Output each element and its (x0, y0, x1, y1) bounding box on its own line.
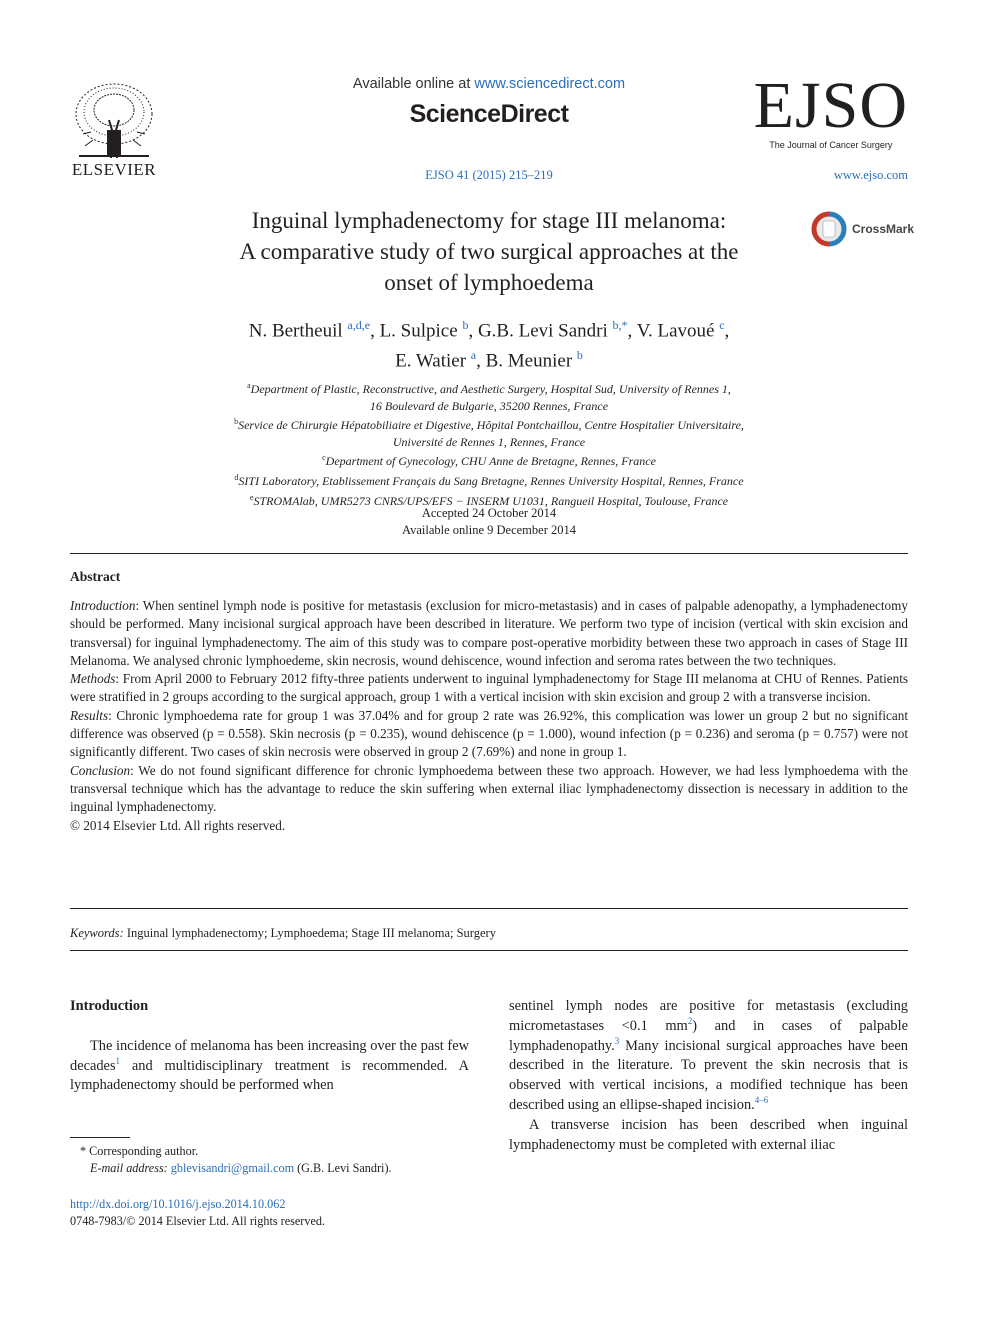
journal-url[interactable]: www.ejso.com (833, 168, 908, 182)
body-column-right: sentinel lymph nodes are positive for me… (509, 997, 908, 1155)
keywords-label: Keywords: (70, 926, 124, 940)
body-paragraph: A transverse incision has been described… (509, 1116, 908, 1153)
crossmark-icon (811, 211, 847, 247)
article-identifiers: http://dx.doi.org/10.1016/j.ejso.2014.10… (70, 1196, 325, 1229)
abstract-conclusion: Conclusion: We do not found significant … (70, 762, 908, 815)
email-link[interactable]: gblevisandri@gmail.com (170, 1160, 295, 1175)
author-list: N. Bertheuil a,d,e, L. Sulpice b, G.B. L… (150, 313, 828, 374)
affiliation-line: cDepartment of Gynecology, CHU Anne de B… (322, 453, 656, 469)
available-online: Available online at www.sciencedirect.co… (352, 76, 626, 92)
affiliation-line: bService de Chirurgie Hépatobiliaire et … (234, 417, 744, 433)
elsevier-tree-icon (75, 83, 153, 159)
abstract-divider (70, 908, 908, 909)
author-name: V. Lavoué (636, 320, 715, 342)
header-divider (70, 553, 908, 554)
reference-link[interactable]: 1 (115, 1055, 121, 1066)
sciencedirect-logo: ScienceDirect (409, 100, 569, 128)
title-line: A comparative study of two surgical appr… (239, 239, 739, 264)
reference-link[interactable]: 2 (687, 1016, 693, 1026)
body-column-left: Introduction The incidence of melanoma h… (70, 997, 469, 1096)
footnotes: * Corresponding author. E-mail address: … (70, 1143, 469, 1176)
author-name: E. Watier (395, 350, 467, 372)
publisher-name: ELSEVIER (71, 160, 157, 179)
journal-logo-text: EJSO (753, 69, 908, 142)
author-name: L. Sulpice (379, 320, 458, 342)
affiliation-line: Université de Rennes 1, Rennes, France (392, 434, 586, 449)
accepted-date: Accepted 24 October 2014 (421, 506, 557, 520)
journal-subtitle: The Journal of Cancer Surgery (769, 140, 893, 150)
title-line: onset of lymphoedema (384, 270, 594, 295)
author-line: N. Bertheuil a,d,e, L. Sulpice b, G.B. L… (248, 318, 730, 342)
online-date: Available online 9 December 2014 (401, 522, 576, 537)
author-affil-ref[interactable]: c (719, 318, 725, 332)
section-heading: Introduction (70, 998, 149, 1014)
author-affil-ref[interactable]: b (462, 318, 469, 332)
author-name: B. Meunier (485, 350, 573, 372)
crossmark-badge[interactable]: CrossMark (810, 210, 914, 248)
keywords-divider (70, 950, 908, 951)
abstract-body: Introduction: When sentinel lymph node i… (70, 597, 908, 835)
body-paragraph: sentinel lymph nodes are positive for me… (509, 998, 908, 1113)
abstract-results: Results: Chronic lymphoedema rate for gr… (70, 707, 908, 760)
journal-logo: EJSO The Journal of Cancer Surgery (753, 69, 908, 151)
affiliation-line: eSTROMAlab, UMR5273 CNRS/UPS/EFS − INSER… (249, 492, 729, 508)
reference-link[interactable]: 4–6 (754, 1095, 769, 1106)
email-note: E-mail address: gblevisandri@gmail.com (… (90, 1160, 392, 1175)
keywords: Keywords: Inguinal lymphadenectomy; Lymp… (70, 926, 908, 941)
crossmark-label: CrossMark (852, 222, 915, 236)
affiliation-line: aDepartment of Plastic, Reconstructive, … (247, 381, 731, 396)
reference-link[interactable]: 3 (614, 1035, 620, 1046)
abstract-copyright: © 2014 Elsevier Ltd. All rights reserved… (70, 817, 286, 833)
issn-line: 0748-7983/© 2014 Elsevier Ltd. All right… (70, 1213, 325, 1228)
author-affil-ref[interactable]: b (576, 348, 583, 363)
article-dates: Accepted 24 October 2014 Available onlin… (300, 505, 678, 538)
article-title: Inguinal lymphadenectomy for stage III m… (190, 205, 788, 298)
journal-reference[interactable]: EJSO 41 (2015) 215–219 (425, 168, 553, 182)
abstract-introduction: Introduction: When sentinel lymph node i… (70, 598, 908, 668)
affiliation-line: dSITI Laboratory, Etablissement Français… (234, 472, 744, 488)
author-line: E. Watier a, B. Meunier b (395, 348, 583, 372)
body-paragraph: The incidence of melanoma has been incre… (70, 1037, 469, 1094)
affiliations: aDepartment of Plastic, Reconstructive, … (150, 378, 828, 509)
author-name: G.B. Levi Sandri (477, 320, 608, 342)
sciencedirect-link[interactable]: www.sciencedirect.com (474, 76, 626, 92)
author-affil-ref[interactable]: a (470, 348, 477, 363)
author-name: N. Bertheuil (248, 320, 343, 342)
author-affil-ref[interactable]: b,* (612, 318, 628, 332)
corresponding-author-note: * Corresponding author. (80, 1144, 199, 1158)
doi-link[interactable]: http://dx.doi.org/10.1016/j.ejso.2014.10… (70, 1197, 286, 1211)
elsevier-logo: ELSEVIER (68, 80, 160, 180)
affiliation-line: 16 Boulevard de Bulgarie, 35200 Rennes, … (369, 398, 609, 413)
abstract-heading: Abstract (70, 569, 121, 584)
abstract-methods: Methods: From April 2000 to February 201… (70, 671, 908, 705)
keywords-text: Inguinal lymphadenectomy; Lymphoedema; S… (123, 926, 496, 940)
title-line: Inguinal lymphadenectomy for stage III m… (251, 208, 727, 233)
platform-header: Available online at www.sciencedirect.co… (300, 76, 678, 129)
footnote-divider (70, 1137, 130, 1138)
author-affil-ref[interactable]: a,d,e (347, 318, 371, 332)
